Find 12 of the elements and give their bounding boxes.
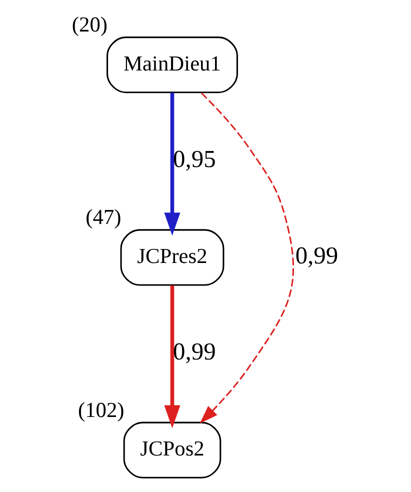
arrow xyxy=(200,92,294,424)
edge-label: 0,99 xyxy=(173,338,216,366)
node-box: JCPos2 xyxy=(123,422,222,478)
node-box: MainDieu1 xyxy=(106,36,238,94)
edge-label: 0,99 xyxy=(295,242,338,270)
arrow xyxy=(164,92,180,236)
node-box: JCPres2 xyxy=(120,229,224,286)
edge-label: 0,95 xyxy=(173,146,216,173)
node-label: (102) xyxy=(78,398,124,422)
arrow xyxy=(164,285,180,428)
node-label: (47) xyxy=(86,205,122,230)
node-label: (20) xyxy=(72,12,108,37)
